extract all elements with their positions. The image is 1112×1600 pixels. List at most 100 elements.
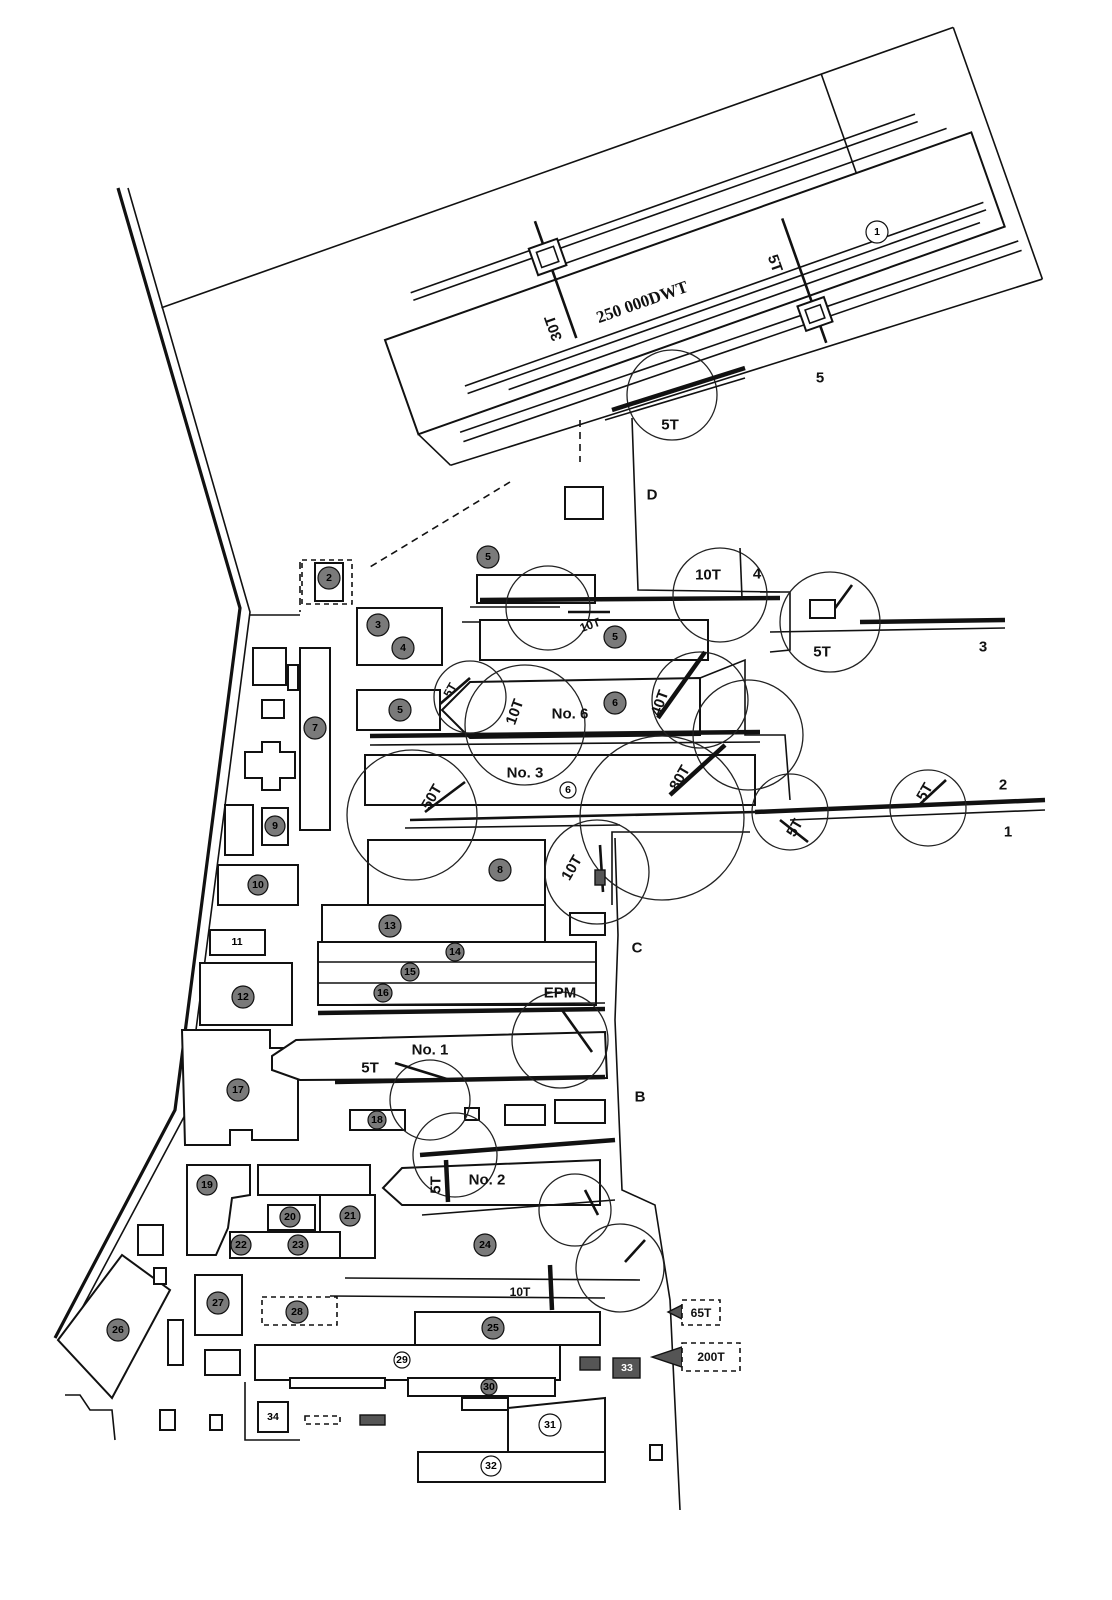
building — [612, 1357, 641, 1379]
facility-badge — [476, 545, 500, 569]
facility-badge — [400, 962, 420, 982]
crane-arm — [779, 818, 809, 844]
facility-number: 6 — [612, 697, 618, 709]
facility-number: 29 — [396, 1354, 408, 1366]
berth-rail — [769, 627, 1006, 633]
crane-reach-circle — [433, 660, 507, 734]
facility-badge — [303, 716, 327, 740]
facility-marker: 15 — [400, 962, 420, 982]
crane-carriage — [527, 237, 568, 277]
facility-badge — [196, 1174, 218, 1196]
crane-reach-circle — [538, 1173, 612, 1247]
crane-reach-circle — [505, 565, 591, 651]
building — [204, 1349, 241, 1376]
building — [554, 1099, 606, 1124]
berth-number: 3 — [979, 639, 987, 656]
crane-capacity-label: 5T — [661, 417, 679, 434]
crane-reach-circle — [544, 819, 650, 925]
facility-marker: 34 — [267, 1411, 279, 1423]
facility-marker: 12 — [231, 985, 255, 1009]
facility-number: 23 — [292, 1239, 304, 1251]
dock-rail — [464, 201, 984, 387]
facility-marker: 28 — [285, 1300, 309, 1324]
quay-point-label: D — [647, 487, 658, 504]
facility-number: 24 — [479, 1239, 491, 1251]
crane-carriage — [594, 869, 606, 886]
crane-reach-circle — [779, 571, 881, 673]
facility-marker: 13 — [378, 914, 402, 938]
facility-number: 17 — [232, 1084, 244, 1096]
crane-rail — [611, 365, 746, 413]
facility-badge — [230, 1234, 252, 1256]
facility-badge — [559, 781, 577, 799]
facility-marker: 24 — [473, 1233, 497, 1257]
crane-reach-circle — [651, 651, 749, 749]
facility-number: 5 — [485, 551, 491, 563]
crane-rail — [479, 595, 781, 603]
crane-reach-circle — [464, 664, 586, 786]
building — [321, 904, 546, 943]
facility-marker: 33 — [621, 1362, 633, 1374]
dry-dock: 30T 250 000DWT 5T — [161, 26, 1044, 467]
facility-marker: 19 — [196, 1174, 218, 1196]
facility-marker: 9 — [264, 815, 286, 837]
facility-marker: 10 — [247, 874, 269, 896]
building — [261, 699, 285, 719]
crane-arm — [624, 1239, 646, 1263]
crane-rail — [419, 1137, 616, 1158]
quay-edge — [614, 837, 681, 1511]
crane-arm — [668, 743, 727, 797]
pier-edge — [760, 591, 791, 653]
crane-rail — [329, 1295, 606, 1299]
building — [194, 1274, 243, 1336]
facility-marker: 18 — [367, 1110, 387, 1130]
dock-end-edge — [952, 27, 1044, 280]
facility-marker: 8 — [488, 858, 512, 882]
crane-arm — [656, 650, 707, 720]
facility-number: 2 — [326, 572, 332, 584]
crane-arm — [424, 780, 466, 814]
facility-badge — [106, 1318, 130, 1342]
facility-number: 30 — [483, 1381, 495, 1393]
crane-rail — [421, 1199, 616, 1216]
facility-number: 31 — [544, 1419, 556, 1431]
facility-marker: 11 — [231, 936, 242, 948]
facility-badge — [481, 1316, 505, 1340]
facility-badge — [603, 691, 627, 715]
facility-number: 15 — [404, 966, 416, 978]
crane-reach-circle — [889, 769, 967, 847]
facility-number: 11 — [231, 936, 242, 948]
crane-capacity-label: 10T — [510, 1285, 531, 1299]
crane-capacity-label: 5T — [783, 816, 806, 840]
crane-rail — [344, 1277, 641, 1281]
crane-capacity-label: 5T — [913, 780, 936, 804]
dock-bottom-corner — [417, 433, 452, 466]
facility-number: 18 — [371, 1114, 383, 1126]
facility-badge — [231, 985, 255, 1009]
facility-marker: 23 — [287, 1234, 309, 1256]
crane-pointer — [649, 1346, 683, 1368]
boundary-line — [244, 1382, 300, 1441]
facility-number: 7 — [312, 722, 318, 734]
building — [304, 1415, 341, 1425]
boundary-line — [65, 1394, 116, 1441]
boundary-wall — [53, 187, 242, 1339]
building — [417, 1451, 606, 1483]
facility-marker: 5 — [603, 625, 627, 649]
dock-berth-label: 5 — [816, 370, 824, 387]
building — [257, 1401, 289, 1433]
berth-number: 4 — [753, 566, 762, 583]
building — [359, 1414, 386, 1426]
facility-number: 20 — [284, 1211, 296, 1223]
crane-rail — [409, 810, 756, 822]
facility-marker: 25 — [481, 1316, 505, 1340]
crane-reach-circle — [626, 349, 718, 441]
dock-outer-edge — [161, 26, 954, 309]
crane-rail — [317, 1006, 606, 1016]
crane-label-box — [681, 1342, 741, 1372]
crane-rail — [369, 729, 761, 739]
facility-marker: 30 — [480, 1378, 498, 1396]
crane-capacity-label: 10T — [695, 567, 721, 584]
facility-number: 8 — [497, 864, 503, 876]
